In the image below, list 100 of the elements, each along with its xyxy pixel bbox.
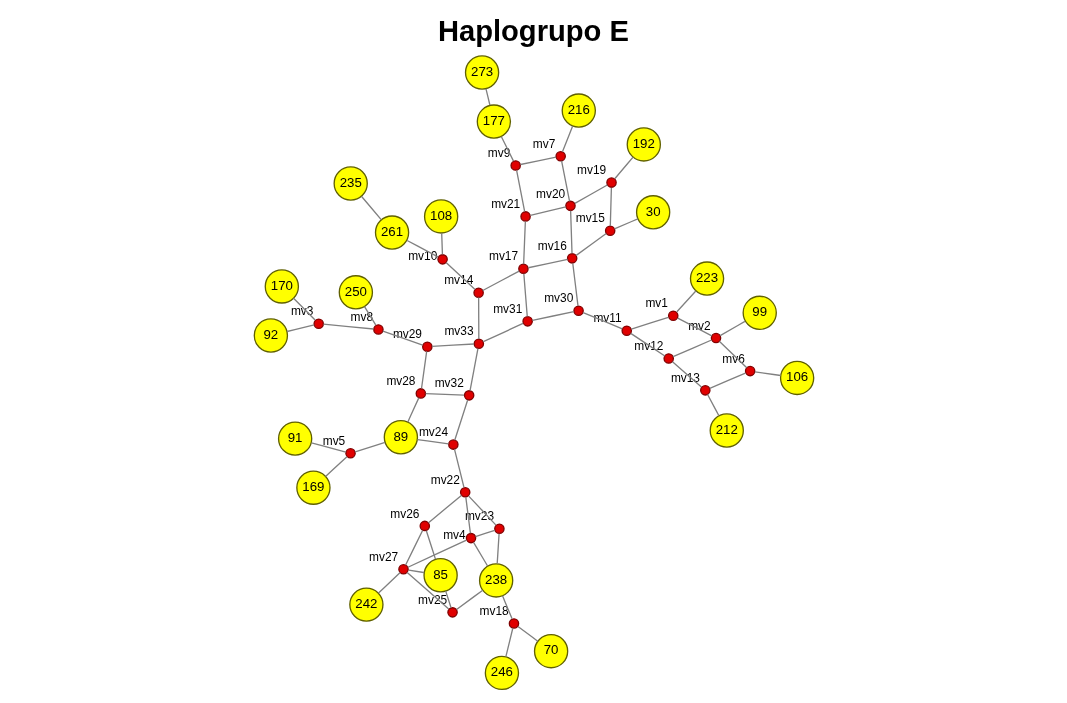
node-label: mv9 <box>487 146 510 161</box>
node-label: mv18 <box>479 604 509 619</box>
node-circle <box>472 287 484 298</box>
node-circle: 212 <box>709 413 744 448</box>
node-label: mv31 <box>492 301 522 316</box>
connector <box>472 541 488 567</box>
node-circle <box>372 324 384 335</box>
node-label: mv12 <box>633 339 663 354</box>
node-label: mv32 <box>434 376 464 391</box>
connector <box>676 317 712 337</box>
connector <box>675 290 696 313</box>
node-circle: 273 <box>464 55 499 90</box>
connector <box>292 297 316 321</box>
connector <box>453 399 468 441</box>
node-circle <box>493 523 505 535</box>
node-circle: 235 <box>333 166 368 201</box>
connector <box>420 350 427 390</box>
node-circle: 70 <box>533 633 568 669</box>
connector <box>360 195 382 221</box>
connector <box>416 438 449 445</box>
connector <box>613 218 639 230</box>
connector <box>407 569 425 574</box>
connector <box>474 529 495 538</box>
connector <box>630 316 669 330</box>
connector <box>569 210 573 255</box>
node-label: mv30 <box>543 291 573 306</box>
connector <box>561 125 573 153</box>
connector <box>527 258 568 269</box>
connector <box>515 169 525 213</box>
connector <box>440 232 443 256</box>
connector <box>613 156 634 180</box>
connector <box>609 187 612 227</box>
node-circle <box>446 607 458 618</box>
node-label: mv17 <box>488 249 518 264</box>
connector <box>573 184 608 205</box>
node-circle: 169 <box>295 470 331 505</box>
connector <box>427 494 462 524</box>
connector <box>501 595 513 620</box>
node-circle <box>699 385 711 396</box>
node-label: mv19 <box>576 163 606 178</box>
node-circle <box>554 151 566 162</box>
node-label: mv13 <box>670 370 700 385</box>
node-circle: 242 <box>348 587 384 622</box>
node-circle: 246 <box>484 655 519 691</box>
diagram-title: Haplogrupo E <box>437 14 629 47</box>
node-circle <box>508 618 519 629</box>
node-circle <box>436 254 448 265</box>
connector <box>406 539 467 568</box>
connector <box>582 311 623 330</box>
connector <box>629 332 665 357</box>
connector <box>481 270 520 292</box>
connector <box>522 273 528 318</box>
node-circle: 250 <box>338 275 373 310</box>
connector <box>467 495 496 526</box>
node-circle <box>447 439 459 450</box>
node-circle <box>521 316 533 327</box>
node-label: mv27 <box>368 549 398 564</box>
connector <box>424 392 465 396</box>
node-label: mv5 <box>322 433 345 448</box>
node-circle <box>744 365 755 377</box>
node-circle <box>566 253 577 264</box>
node-circle: 170 <box>264 269 299 304</box>
node-label: mv4 <box>442 528 466 543</box>
connector <box>322 323 374 330</box>
node-label: mv20 <box>535 186 565 201</box>
connector <box>444 590 452 609</box>
node-circle <box>605 177 617 188</box>
connector <box>671 339 712 358</box>
connector <box>377 572 401 594</box>
connector <box>516 625 538 642</box>
node-label: mv16 <box>537 238 567 253</box>
connector <box>560 160 570 202</box>
node-circle: 85 <box>422 558 458 593</box>
node-circle: 177 <box>476 104 511 139</box>
node-circle <box>667 310 679 322</box>
connector <box>425 530 436 560</box>
node-label: mv7 <box>532 136 555 151</box>
connector <box>708 372 746 390</box>
connector <box>496 533 500 565</box>
node-circle <box>604 225 615 236</box>
connector <box>519 156 557 166</box>
node-label: mv11 <box>592 311 622 326</box>
node-label: mv33 <box>443 324 474 339</box>
node-circle: 99 <box>742 295 777 331</box>
connector <box>381 330 423 346</box>
node-circle <box>662 353 674 364</box>
node-circle <box>620 325 632 336</box>
node-circle <box>572 305 584 316</box>
node-circle <box>344 448 356 459</box>
node-label: mv21 <box>490 197 520 212</box>
connector <box>468 347 479 392</box>
connector <box>477 296 479 340</box>
node-label: mv28 <box>385 374 416 389</box>
node-circle: 106 <box>779 360 814 396</box>
node-circle <box>312 318 324 329</box>
node-circle: 216 <box>561 93 596 128</box>
node-label: mv22 <box>430 472 460 487</box>
node-circle <box>415 388 426 399</box>
node-label: mv15 <box>575 211 605 226</box>
connector <box>285 324 315 333</box>
